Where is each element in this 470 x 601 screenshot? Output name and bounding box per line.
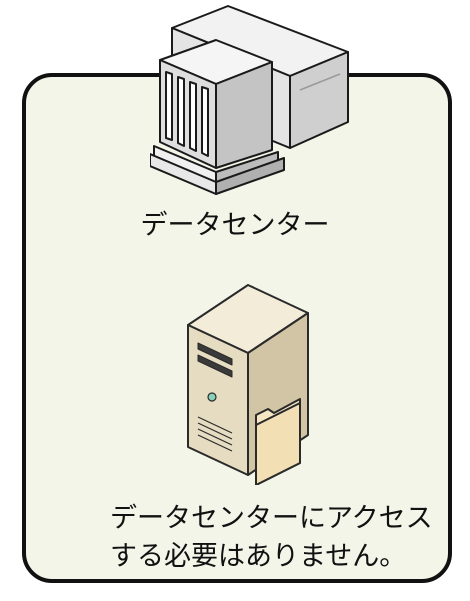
message-line-2: する必要はありません。 bbox=[110, 541, 407, 572]
datacenter-building-icon bbox=[150, 5, 349, 195]
message-text: データセンターにアクセス する必要はありません。 bbox=[110, 500, 450, 576]
datacenter-label: データセンター bbox=[140, 210, 330, 241]
message-line-1: データセンターにアクセス bbox=[110, 503, 433, 534]
server-with-folder-icon bbox=[187, 284, 309, 485]
